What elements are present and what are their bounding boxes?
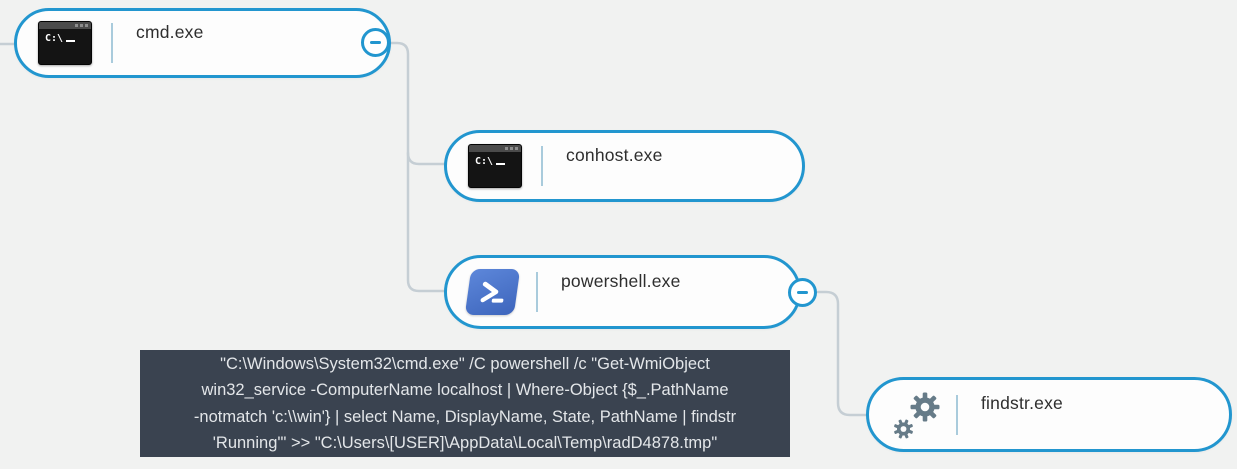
edge-powershell-to-findstr: [816, 290, 869, 417]
command-line-text: "C:\Windows\System32\cmd.exe" /C powersh…: [220, 354, 710, 373]
process-name-label: cmd.exe: [136, 21, 204, 42]
collapse-button-cmd[interactable]: [361, 28, 390, 57]
process-name-label: findstr.exe: [981, 393, 1063, 413]
node-divider: [536, 272, 538, 312]
edge-cmd-to-conhost: [406, 151, 446, 166]
command-line-text: win32_service -ComputerName localhost | …: [201, 381, 729, 399]
edge-cmd-to-powershell: [389, 41, 446, 293]
command-line-text: -notmatch 'c:\\win'} | select Name, Disp…: [193, 407, 737, 426]
node-divider: [541, 146, 543, 186]
terminal-icon-titlebar: [469, 145, 521, 152]
node-divider: [111, 23, 113, 63]
command-line-tooltip: "C:\Windows\System32\cmd.exe" /C powersh…: [140, 350, 790, 457]
minus-icon: [370, 41, 381, 44]
process-node-cmd[interactable]: C:\ cmd.exe: [14, 8, 391, 78]
collapse-button-powershell[interactable]: [788, 278, 817, 307]
terminal-icon-prompt: C:\: [45, 33, 76, 44]
process-name-label: conhost.exe: [566, 144, 663, 165]
process-node-powershell[interactable]: powershell.exe: [444, 255, 801, 329]
process-node-conhost[interactable]: C:\ conhost.exe: [444, 130, 805, 202]
terminal-icon-titlebar: [39, 22, 91, 29]
terminal-icon-prompt: C:\: [475, 156, 506, 167]
minus-icon: [797, 291, 808, 294]
node-divider: [956, 394, 958, 435]
process-node-findstr[interactable]: findstr.exe: [866, 377, 1232, 452]
process-name-label: powershell.exe: [561, 270, 681, 291]
gears-icon: [894, 392, 940, 438]
command-line-text: 'Running'" >> "C:\Users\[USER]\AppData\L…: [212, 434, 718, 452]
powershell-icon: [464, 269, 521, 315]
terminal-icon: C:\: [38, 21, 92, 65]
terminal-icon: C:\: [468, 144, 522, 188]
